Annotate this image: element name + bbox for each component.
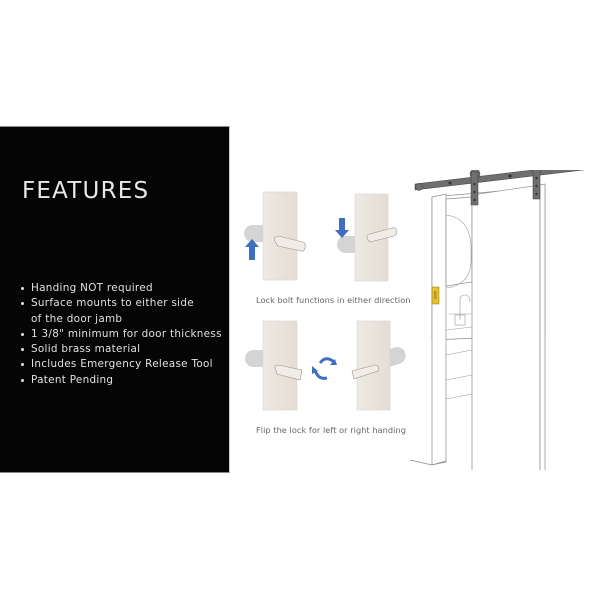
lock-body-left-icon <box>244 191 306 281</box>
bottom-caption: Flip the lock for left or right handing <box>256 425 406 435</box>
features-title: FEATURES <box>22 177 150 205</box>
feature-item: Surface mounts to either side of the doo… <box>20 296 222 327</box>
barn-door-illustration <box>409 170 586 470</box>
barn-door-rail <box>414 170 586 206</box>
top-caption: Lock bolt functions in either direction <box>256 295 411 305</box>
feature-item: Includes Emergency Release Tool <box>20 357 222 372</box>
lock-hardware-icon <box>431 286 440 305</box>
floor-lines <box>409 459 447 466</box>
lock-right-icon <box>351 320 406 411</box>
arrow-down-icon <box>335 218 349 238</box>
flip-handing-diagram <box>245 320 406 411</box>
bathroom-interior <box>445 214 473 400</box>
features-list: Handing NOT required Surface mounts to e… <box>20 281 222 388</box>
lock-left-icon <box>245 320 303 411</box>
flip-arrows-icon <box>312 357 337 380</box>
sliding-door-slab <box>471 183 546 470</box>
lock-body-right-icon <box>337 193 398 282</box>
feature-item: Handing NOT required <box>20 281 222 296</box>
features-panel: FEATURES Handing NOT required Surface mo… <box>0 126 230 473</box>
feature-item: Solid brass material <box>20 342 222 357</box>
bolt-direction-diagram <box>244 191 398 282</box>
feature-item: 1 3/8" minimum for door thickness <box>20 327 222 342</box>
arrow-up-icon <box>245 239 259 260</box>
feature-item: Patent Pending <box>20 373 222 388</box>
